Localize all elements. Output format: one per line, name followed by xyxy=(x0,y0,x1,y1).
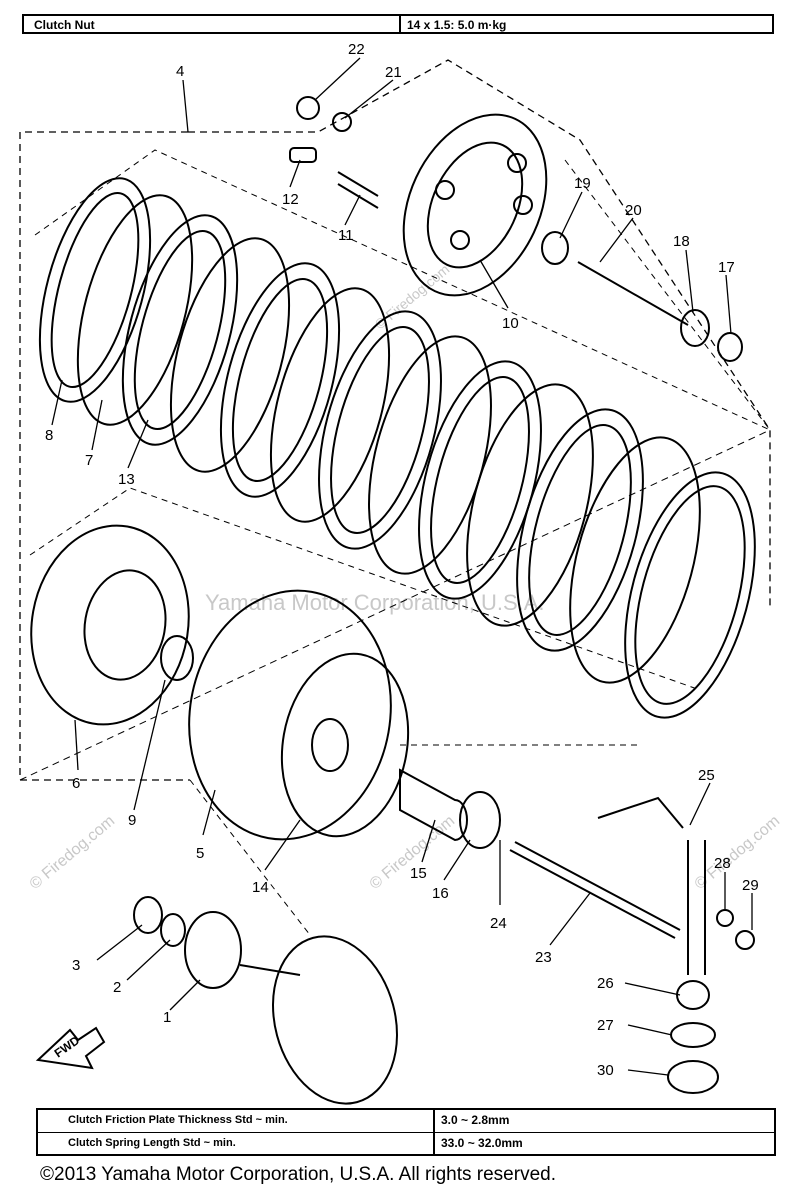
assembly-outline-upper xyxy=(19,131,190,781)
callout-29: 29 xyxy=(742,877,759,894)
callout-3: 3 xyxy=(72,957,80,974)
callout-23: 23 xyxy=(535,949,552,966)
spec-table: Clutch Friction Plate Thickness Std ~ mi… xyxy=(36,1108,776,1156)
clutch-plate-stack xyxy=(38,177,756,719)
assembly-outline-right xyxy=(188,59,771,610)
callout-27: 27 xyxy=(597,1017,614,1034)
callout-17: 17 xyxy=(718,259,735,276)
firedog-watermark-1: © Firedog.com xyxy=(27,812,118,893)
callout-10: 10 xyxy=(502,315,519,332)
copyright-notice: ©2013 Yamaha Motor Corporation, U.S.A. A… xyxy=(40,1164,556,1185)
yamaha-watermark: Yamaha Motor Corporation, U.S.A. xyxy=(205,590,545,615)
spec-value: 3.0 ~ 2.8mm xyxy=(441,1113,510,1127)
callout-2: 2 xyxy=(113,979,121,996)
callout-15: 15 xyxy=(410,865,427,882)
spec-row-spring-length: Clutch Spring Length Std ~ min. 33.0 ~ 3… xyxy=(38,1133,774,1155)
callout-7: 7 xyxy=(85,452,93,469)
leader-lines xyxy=(51,57,753,1076)
pressure-plate xyxy=(402,113,548,297)
callout-21: 21 xyxy=(385,64,402,81)
callout-19: 19 xyxy=(574,175,591,192)
callout-9: 9 xyxy=(128,812,136,829)
plate-stack-outline xyxy=(34,149,771,431)
spec-name: Clutch Friction Plate Thickness Std ~ mi… xyxy=(38,1110,435,1132)
callout-26: 26 xyxy=(597,975,614,992)
callout-24: 24 xyxy=(490,915,507,932)
spec-row-friction-plate: Clutch Friction Plate Thickness Std ~ mi… xyxy=(38,1110,774,1133)
clutch-nut-label: Clutch Nut xyxy=(24,16,401,32)
primary-gear-group xyxy=(133,896,398,1105)
callout-22: 22 xyxy=(348,41,365,58)
callout-13: 13 xyxy=(118,471,135,488)
callout-16: 16 xyxy=(432,885,449,902)
callout-1: 1 xyxy=(163,1009,171,1026)
callout-14: 14 xyxy=(252,879,269,896)
callout-6: 6 xyxy=(72,775,80,792)
firedog-watermark-4: © Firedog.com xyxy=(372,261,453,332)
callout-8: 8 xyxy=(45,427,53,444)
callout-28: 28 xyxy=(714,855,731,872)
clutch-nut-torque: 14 x 1.5: 5.0 m·kg xyxy=(407,18,507,32)
clutch-housing-group xyxy=(30,524,501,849)
callout-11: 11 xyxy=(338,227,354,244)
callout-25: 25 xyxy=(698,767,715,784)
clutch-nut-spec-box: Clutch Nut 14 x 1.5: 5.0 m·kg xyxy=(22,14,774,34)
callout-4: 4 xyxy=(176,63,184,80)
spec-value: 33.0 ~ 32.0mm xyxy=(441,1136,523,1150)
hub-outline xyxy=(29,487,701,691)
hardware-parts xyxy=(289,96,755,1094)
callout-18: 18 xyxy=(673,233,690,250)
callout-12: 12 xyxy=(282,191,299,208)
callout-20: 20 xyxy=(625,202,642,219)
spec-name: Clutch Spring Length Std ~ min. xyxy=(38,1133,435,1155)
callout-5: 5 xyxy=(196,845,204,862)
callout-labels: 1 2 3 4 5 6 7 8 9 10 11 12 13 14 15 16 1… xyxy=(45,41,759,1079)
fwd-arrow-icon: FWD xyxy=(35,1026,106,1070)
callout-30: 30 xyxy=(597,1062,614,1079)
